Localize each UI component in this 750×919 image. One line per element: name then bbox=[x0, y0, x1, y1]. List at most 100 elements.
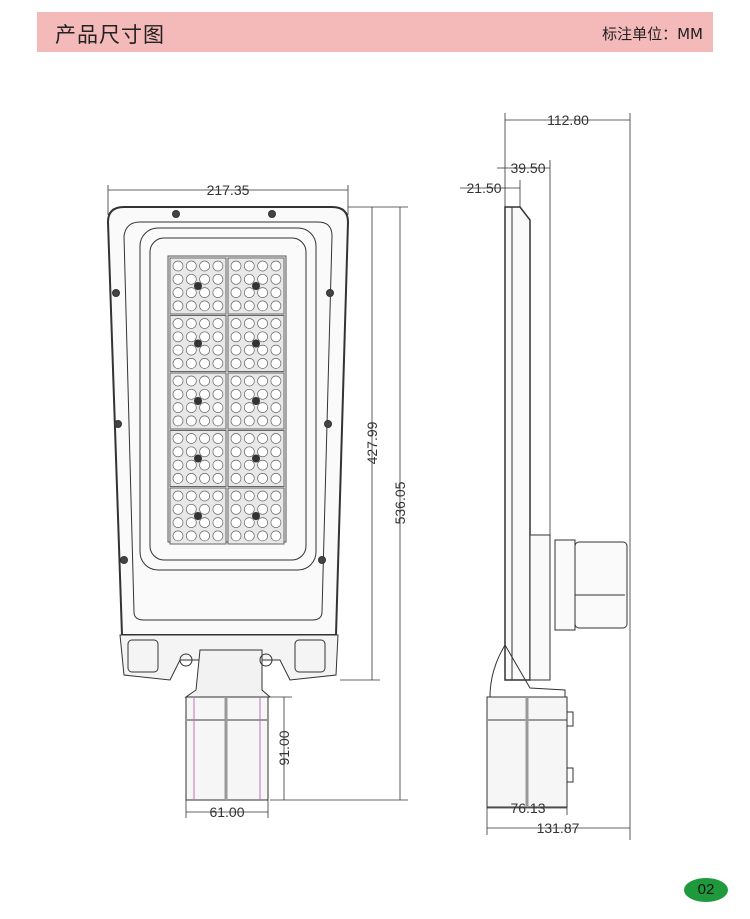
led-module bbox=[227, 315, 285, 372]
led-lens bbox=[185, 287, 197, 298]
led-lens bbox=[270, 415, 282, 427]
led-lens bbox=[199, 473, 210, 484]
led-lens bbox=[243, 402, 255, 413]
led-lens bbox=[172, 503, 184, 515]
led-lens bbox=[185, 331, 197, 343]
led-lens bbox=[243, 300, 255, 312]
led-lens bbox=[172, 433, 184, 444]
led-lens bbox=[257, 415, 268, 427]
screw-icon bbox=[324, 420, 332, 428]
led-lens bbox=[230, 375, 242, 387]
led-lens bbox=[172, 402, 184, 413]
screw-icon bbox=[172, 210, 180, 218]
led-lens bbox=[212, 503, 224, 515]
unit-label: 标注单位：MM bbox=[602, 25, 703, 43]
led-lens bbox=[270, 300, 282, 312]
led-module bbox=[227, 487, 285, 545]
led-lens bbox=[230, 273, 242, 285]
led-lens bbox=[257, 473, 268, 484]
led-lens bbox=[270, 530, 282, 542]
led-lens bbox=[230, 459, 242, 471]
module-screw bbox=[194, 454, 202, 463]
led-lens bbox=[199, 318, 210, 329]
led-lens bbox=[212, 358, 224, 369]
led-lens bbox=[185, 459, 197, 471]
lens-inner bbox=[149, 237, 307, 561]
led-lens bbox=[257, 446, 268, 458]
led-lens bbox=[185, 415, 197, 427]
led-lens bbox=[243, 318, 255, 329]
screw-icon bbox=[112, 289, 120, 297]
led-lens bbox=[212, 459, 224, 471]
led-lens bbox=[243, 517, 255, 528]
led-lens bbox=[230, 490, 242, 502]
led-lens bbox=[243, 358, 255, 369]
led-lens bbox=[243, 273, 255, 285]
screws bbox=[112, 210, 334, 564]
dim-body-height: 427.99 bbox=[364, 421, 380, 464]
dim-panel-depth: 21.50 bbox=[466, 180, 501, 196]
bracket-slot-left bbox=[127, 639, 159, 673]
led-lens bbox=[199, 530, 210, 542]
led-lens bbox=[212, 517, 224, 528]
led-lens bbox=[199, 459, 210, 471]
led-lens bbox=[257, 503, 268, 515]
led-lens bbox=[199, 375, 210, 387]
led-lens bbox=[270, 503, 282, 515]
screw-icon bbox=[318, 556, 326, 564]
module-screw bbox=[252, 282, 260, 290]
led-lens bbox=[185, 446, 197, 458]
bracket-slot-right bbox=[294, 639, 326, 673]
led-lens bbox=[185, 300, 197, 312]
dim-box-width: 61.00 bbox=[209, 804, 244, 820]
led-lens bbox=[212, 433, 224, 444]
led-lens bbox=[257, 490, 268, 502]
page-title: 产品尺寸图 bbox=[55, 23, 165, 47]
led-lens bbox=[172, 517, 184, 528]
led-lens bbox=[212, 490, 224, 502]
led-lens bbox=[199, 402, 210, 413]
led-lens bbox=[270, 260, 282, 272]
led-lens bbox=[230, 433, 242, 444]
led-lens bbox=[199, 415, 210, 427]
led-lens bbox=[199, 503, 210, 515]
led-lens bbox=[257, 375, 268, 387]
led-lens bbox=[270, 433, 282, 444]
led-lens bbox=[257, 530, 268, 542]
led-lens bbox=[212, 388, 224, 400]
led-module bbox=[227, 372, 285, 430]
module-screw bbox=[252, 512, 260, 520]
led-lens bbox=[212, 300, 224, 312]
dim-box-height: 91.00 bbox=[276, 730, 292, 765]
led-lens bbox=[230, 402, 242, 413]
driver-cylinder bbox=[574, 541, 628, 629]
led-lens bbox=[172, 344, 184, 356]
led-lens bbox=[172, 260, 184, 272]
side-housing bbox=[529, 534, 551, 681]
led-lens bbox=[172, 459, 184, 471]
led-lens bbox=[257, 402, 268, 413]
dim-total-depth: 131.87 bbox=[537, 820, 580, 836]
led-lens bbox=[212, 415, 224, 427]
led-lens bbox=[185, 375, 197, 387]
led-lens bbox=[185, 433, 197, 444]
led-lens bbox=[199, 331, 210, 343]
led-lens bbox=[212, 273, 224, 285]
led-lens bbox=[199, 433, 210, 444]
screw-icon bbox=[268, 210, 276, 218]
led-lens bbox=[172, 273, 184, 285]
led-lens bbox=[212, 375, 224, 387]
led-lens bbox=[230, 415, 242, 427]
dim-depth: 112.80 bbox=[547, 112, 589, 128]
led-module bbox=[169, 315, 227, 372]
module-screw bbox=[194, 397, 202, 405]
led-lens bbox=[257, 433, 268, 444]
led-lens bbox=[212, 446, 224, 458]
led-lens bbox=[243, 530, 255, 542]
led-lens bbox=[172, 473, 184, 484]
led-lens bbox=[185, 273, 197, 285]
led-lens bbox=[257, 517, 268, 528]
led-lens bbox=[230, 344, 242, 356]
led-lens bbox=[172, 287, 184, 298]
led-lens bbox=[199, 358, 210, 369]
